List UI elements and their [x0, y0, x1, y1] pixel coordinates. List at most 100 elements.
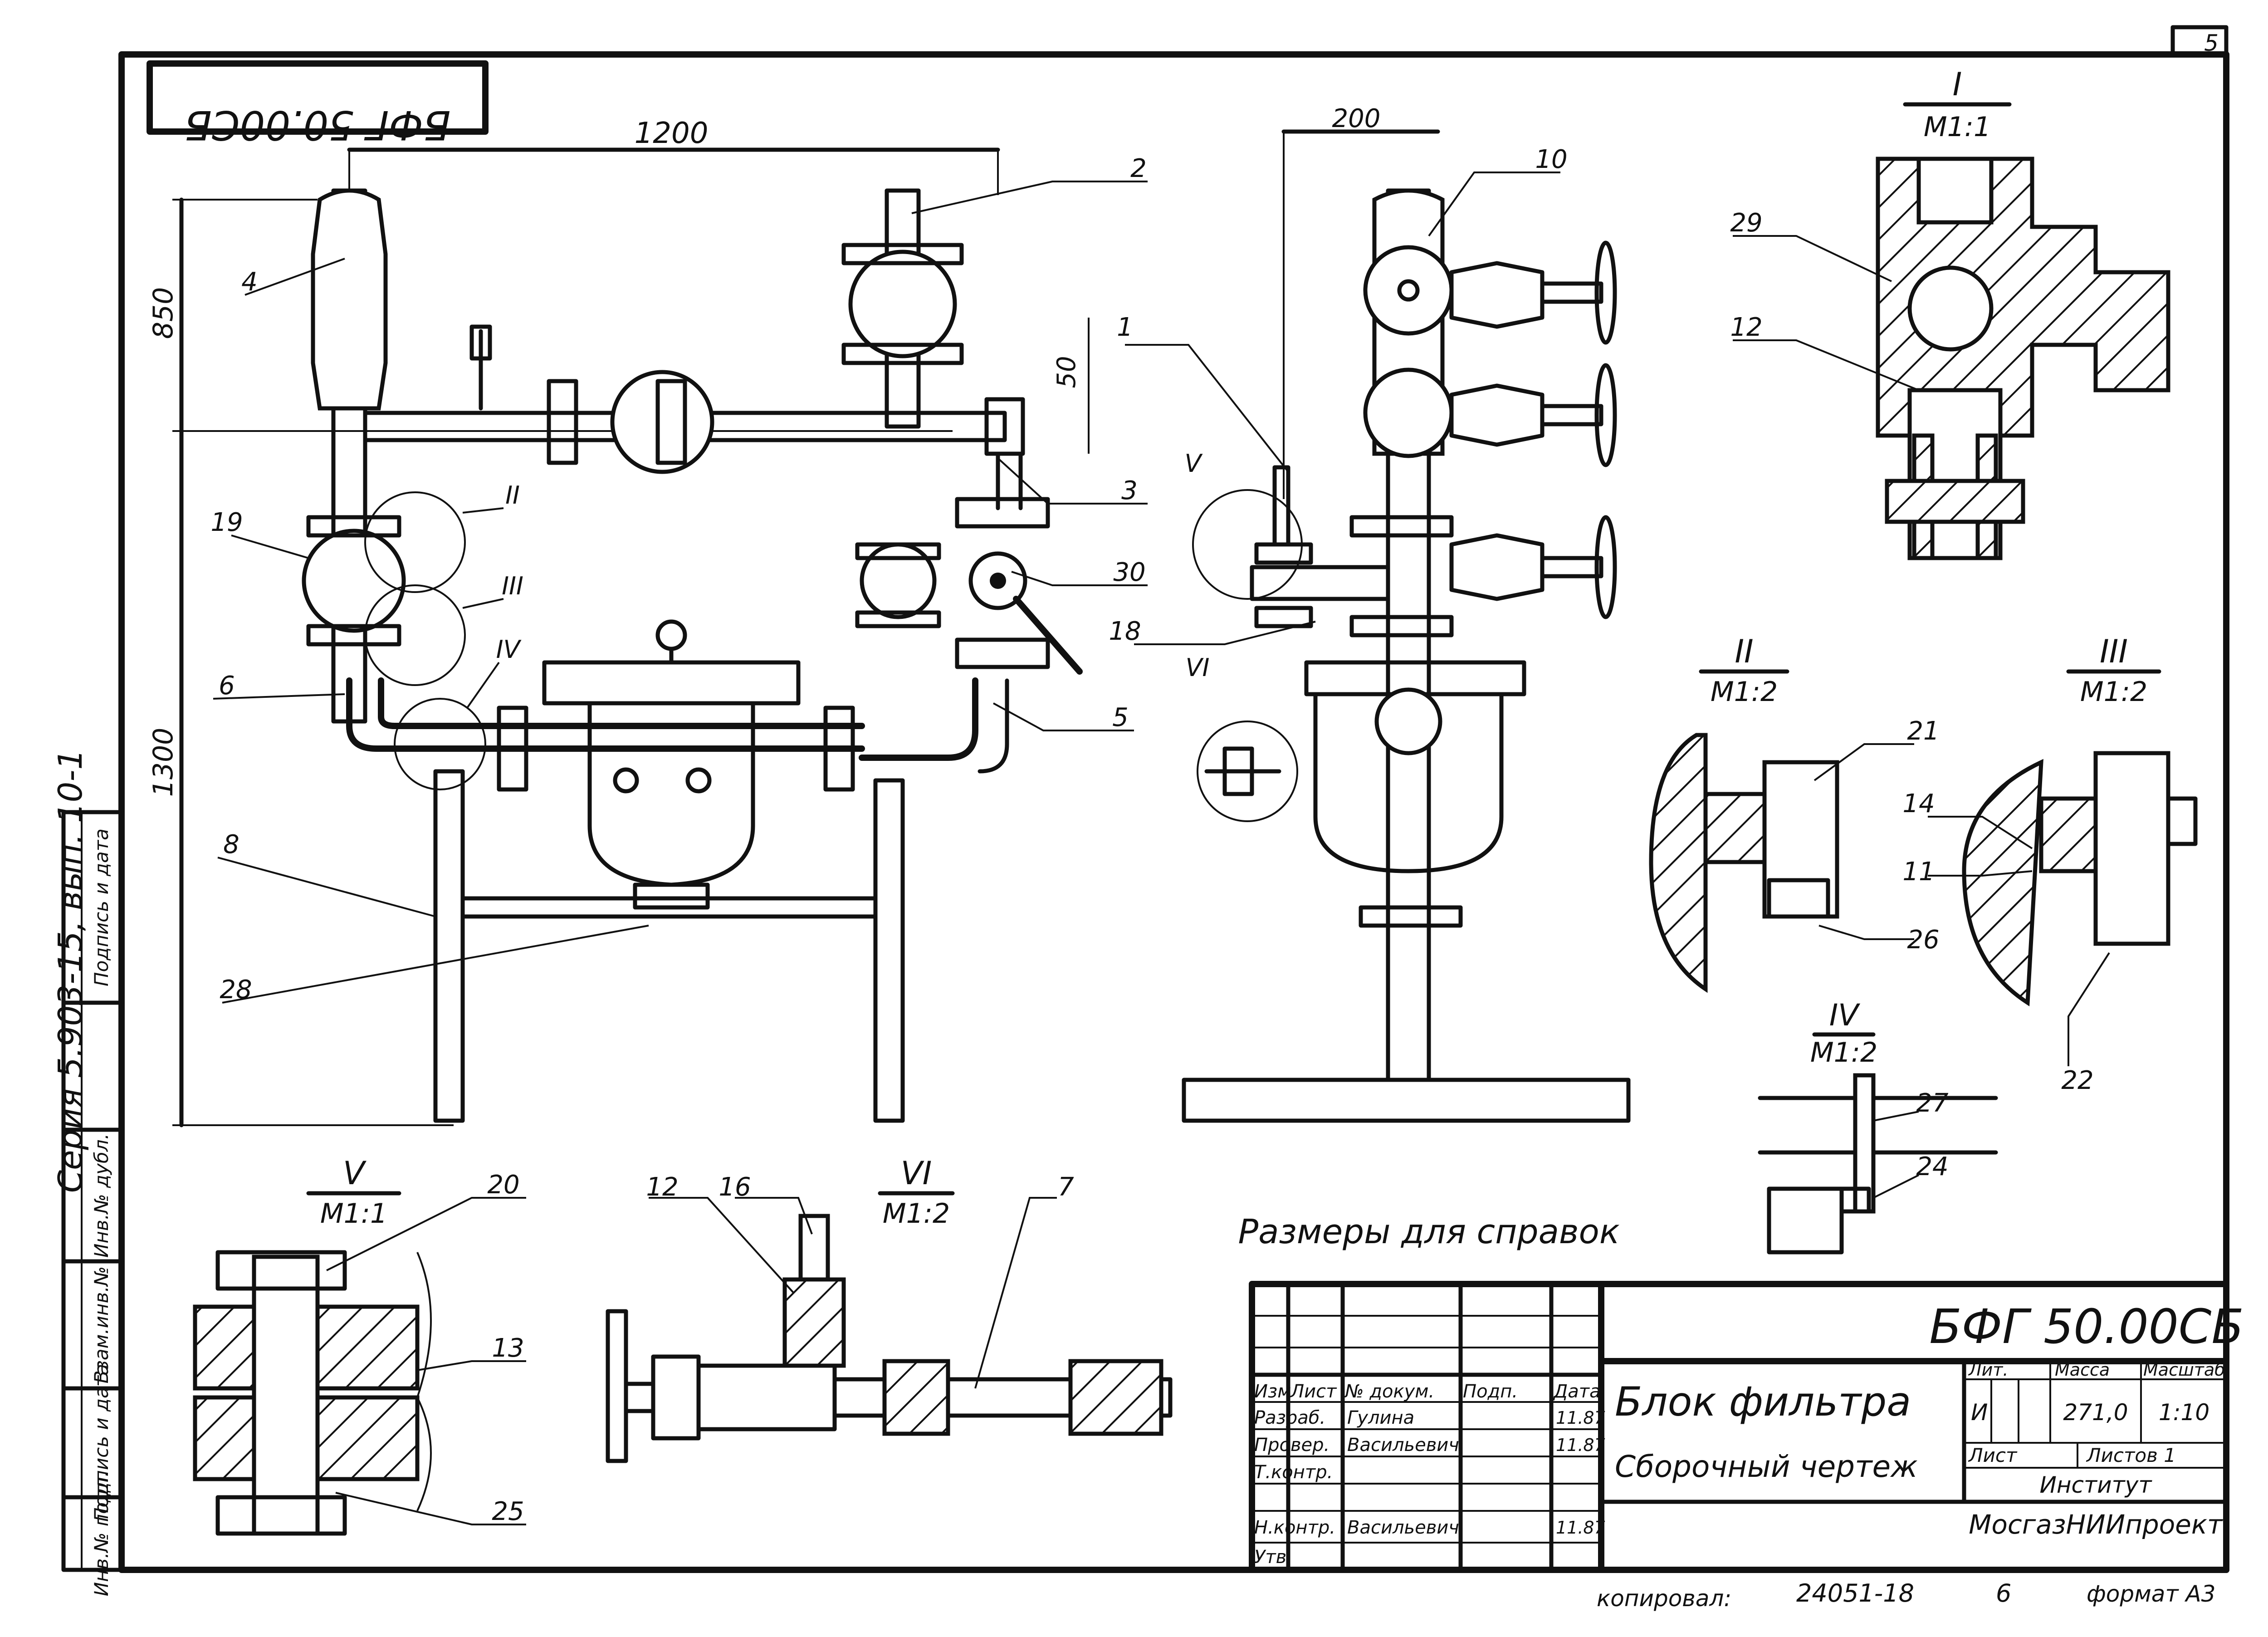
- callout-7: 7: [1058, 1172, 1074, 1202]
- callout-4: 4: [241, 267, 258, 297]
- view-I-roman: I: [1953, 66, 1962, 103]
- val-masshtab: 1:10: [2159, 1399, 2209, 1426]
- marker-V: V: [1185, 449, 1203, 478]
- col-masshtab: Масштаб: [2143, 1360, 2225, 1380]
- row-tkontr: Т.контр.: [1254, 1462, 1333, 1483]
- view-III: [1928, 669, 2198, 1066]
- strip-label-0: Инв.№ подл.: [90, 1471, 112, 1596]
- hdr-list: Лист: [1290, 1381, 1337, 1402]
- callout-27: 27: [1916, 1088, 1949, 1118]
- drawing-subtitle: Сборочный чертеж: [1615, 1449, 1918, 1484]
- callout-12a: 12: [1730, 313, 1762, 342]
- kopiroval-number: 24051-18: [1796, 1579, 1914, 1608]
- view-VI-scale: М1:2: [883, 1198, 950, 1230]
- name-razrab: Гулина: [1347, 1407, 1414, 1428]
- dim-50: 50: [1052, 356, 1081, 388]
- callout-3: 3: [1121, 476, 1138, 505]
- format-label: формат А3: [2087, 1581, 2215, 1607]
- callout-16: 16: [719, 1172, 751, 1202]
- callout-13: 13: [492, 1333, 524, 1363]
- dim-200: 200: [1332, 104, 1381, 133]
- org-line-2: МосгазНИИпроект: [1969, 1509, 2224, 1540]
- dim-1300: 1300: [147, 728, 179, 797]
- series-note: Серия 5.903-15, вып. 10-1: [51, 749, 89, 1193]
- view-IV: [1758, 1032, 1998, 1255]
- view-I-scale: М1:1: [1924, 111, 1991, 143]
- callout-29: 29: [1730, 208, 1762, 238]
- hdr-docnum: № докум.: [1344, 1381, 1434, 1402]
- strip-label-4: Подпись и дата: [90, 828, 112, 986]
- name-nkontr: Васильевич: [1347, 1517, 1459, 1538]
- listov-label: Листов 1: [2086, 1444, 2176, 1466]
- callout-12b: 12: [646, 1172, 678, 1202]
- sheet-frame: [61, 25, 2229, 1573]
- callout-19: 19: [210, 508, 243, 537]
- col-massa: Масса: [2055, 1360, 2110, 1380]
- view-II-roman: II: [1735, 633, 1753, 670]
- view-V-roman: V: [343, 1155, 367, 1192]
- strip-label-1: Подпись и дата: [90, 1364, 112, 1522]
- marker-III: III: [502, 572, 523, 600]
- col-lit: Лит.: [1968, 1360, 2009, 1380]
- view-I: [1733, 102, 2170, 560]
- callout-11: 11: [1902, 857, 1935, 887]
- callout-5: 5: [1112, 703, 1129, 732]
- marker-VI: VI: [1186, 653, 1210, 682]
- callout-26: 26: [1907, 925, 1939, 955]
- callout-21: 21: [1907, 716, 1939, 746]
- callout-22: 22: [2061, 1066, 2093, 1095]
- front-view: 1200 850 1300 50: [147, 117, 1148, 1127]
- kopiroval-label: копировал:: [1597, 1585, 1731, 1612]
- view-VI-roman: VI: [901, 1155, 932, 1192]
- hdr-izm: Изм: [1254, 1381, 1291, 1402]
- name-prover: Васильевич: [1347, 1435, 1459, 1456]
- view-III-scale: М1:2: [2080, 676, 2147, 708]
- strip-label-3: Инв.№ дубл.: [90, 1133, 112, 1258]
- left-strip-labels: Инв.№ подл. Подпись и дата Взам.инв.№ Ин…: [90, 828, 112, 1596]
- callout-18: 18: [1109, 617, 1141, 646]
- strip-label-2: Взам.инв.№: [90, 1266, 112, 1383]
- callout-1: 1: [1117, 313, 1133, 342]
- doc-code: БФГ 50.00СБ: [1929, 1299, 2244, 1354]
- side-view: 200: [1125, 104, 1631, 1123]
- callout-24: 24: [1916, 1152, 1948, 1181]
- callout-30: 30: [1113, 558, 1145, 587]
- list-label: Лист: [1968, 1444, 2018, 1466]
- title-block: [1249, 1281, 2229, 1573]
- dim-1200: 1200: [635, 117, 709, 150]
- view-V: [193, 1191, 526, 1536]
- rotated-code: БФГ 50.00СБ: [185, 102, 451, 148]
- reference-note: Размеры для справок: [1238, 1212, 1619, 1251]
- callout-2: 2: [1130, 154, 1147, 183]
- callout-14: 14: [1902, 789, 1935, 818]
- drawing-title: Блок фильтра: [1615, 1378, 1911, 1425]
- val-lit: И: [1971, 1399, 1988, 1426]
- row-utv: Утв.: [1254, 1547, 1292, 1568]
- marker-IV: IV: [496, 635, 522, 664]
- date-nkontr: 11.87: [1556, 1518, 1605, 1538]
- callout-8: 8: [223, 830, 240, 859]
- callout-10: 10: [1535, 145, 1567, 174]
- view-II: [1649, 669, 1914, 993]
- val-massa: 271,0: [2063, 1399, 2128, 1426]
- view-V-scale: М1:1: [320, 1198, 387, 1230]
- kopiroval-page: 6: [1996, 1579, 2011, 1608]
- row-nkontr: Н.контр.: [1254, 1517, 1335, 1538]
- view-IV-scale: М1:2: [1810, 1037, 1877, 1068]
- hdr-podp: Подп.: [1463, 1381, 1518, 1402]
- dim-850: 850: [147, 287, 179, 339]
- row-prover: Провер.: [1254, 1435, 1330, 1456]
- callout-28: 28: [220, 975, 252, 1005]
- marker-II: II: [505, 481, 520, 510]
- view-VI: [606, 1191, 1173, 1463]
- view-IV-roman: IV: [1829, 998, 1860, 1033]
- page-number: 5: [2204, 30, 2219, 56]
- org-line-1: Институт: [2039, 1472, 2152, 1498]
- callout-20: 20: [487, 1170, 519, 1200]
- date-prover: 11.87: [1556, 1435, 1605, 1455]
- callout-6: 6: [219, 671, 235, 701]
- view-II-scale: М1:2: [1711, 676, 1778, 708]
- hdr-data: Дата: [1553, 1381, 1601, 1402]
